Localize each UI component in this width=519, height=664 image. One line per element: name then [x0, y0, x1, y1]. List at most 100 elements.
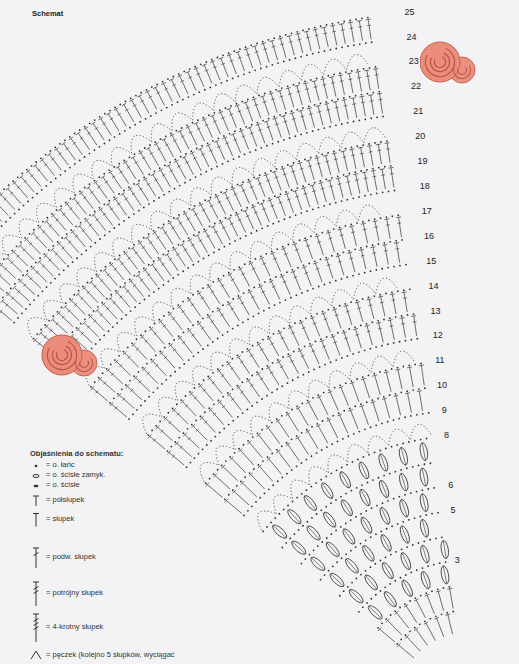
stitch-top — [76, 292, 80, 295]
chain-dot — [218, 249, 220, 251]
chain-dot — [429, 539, 431, 541]
stitch-bar — [156, 236, 159, 238]
chain-dot — [133, 244, 135, 246]
chain-dot — [390, 554, 392, 556]
stitch-top — [277, 360, 281, 362]
chain-dot — [163, 315, 165, 317]
chain-loop — [258, 424, 432, 530]
stitch-bar — [191, 244, 194, 246]
chain-dot — [337, 441, 339, 443]
chain-dot — [331, 177, 333, 179]
stitch-top — [267, 337, 271, 339]
chain-dot — [311, 517, 313, 519]
stitch — [382, 535, 391, 552]
stitch — [278, 421, 289, 438]
stitch-bar — [273, 258, 277, 260]
chain-dot — [373, 373, 375, 375]
chain-dot — [281, 477, 283, 479]
stitch — [209, 317, 220, 334]
stitch-top — [359, 249, 364, 250]
stitch — [200, 386, 213, 401]
chain-dot — [312, 208, 314, 210]
chain-dot — [106, 368, 108, 370]
chain-dot — [282, 356, 284, 358]
chain-dot — [347, 355, 349, 357]
chain-dot — [377, 398, 379, 400]
chain-dot — [136, 409, 138, 411]
chain-dot — [362, 606, 364, 608]
petal-cluster — [398, 499, 410, 518]
chain-dot — [320, 259, 322, 261]
stitch — [229, 395, 241, 411]
chain-dot — [330, 533, 332, 535]
stitch — [403, 580, 412, 597]
chain-dot — [291, 110, 293, 112]
stitch-bar — [261, 291, 265, 293]
chain-dot — [386, 140, 388, 142]
stitch-top — [277, 332, 281, 334]
chain-dot — [301, 563, 303, 565]
stitch-bar — [196, 429, 199, 432]
stitch-bar — [87, 326, 90, 329]
stitch-bar — [401, 323, 405, 325]
chain-dot — [76, 327, 78, 329]
chain-dot — [70, 198, 72, 200]
stitch-top — [393, 395, 398, 396]
stitch-bar — [113, 301, 116, 304]
chain-dot — [246, 409, 248, 411]
stitch — [419, 391, 422, 411]
chain-dot — [65, 201, 67, 203]
chain-dot — [170, 133, 172, 135]
stitch — [407, 637, 421, 652]
chain-dot — [281, 385, 283, 387]
chain-dot — [283, 509, 285, 511]
stitch-bar — [270, 372, 273, 374]
chain-dot — [343, 410, 345, 412]
chain-dot — [295, 294, 297, 296]
chain-dot — [339, 384, 341, 386]
stitch — [410, 367, 414, 387]
chain-dot — [128, 418, 130, 420]
stitch-bar — [172, 317, 175, 319]
stitch-bar — [351, 231, 355, 233]
stitch — [326, 156, 331, 175]
stitch-bar — [147, 183, 150, 185]
chain-dot — [212, 372, 214, 374]
chain-dot — [371, 507, 373, 509]
chain-dot — [192, 324, 194, 326]
chain-dot — [246, 207, 248, 209]
chain-dot — [359, 119, 361, 121]
chain-dot — [210, 197, 212, 199]
chain-dot — [148, 396, 150, 398]
stitch-bar — [56, 322, 59, 325]
chain-dot — [152, 391, 154, 393]
stitch-bar — [100, 313, 103, 316]
stitch-top — [213, 474, 216, 478]
petal-cluster — [321, 510, 337, 529]
stitch — [330, 573, 344, 586]
chain-dot — [81, 253, 83, 255]
stitch-top — [349, 226, 354, 227]
chain-dot — [11, 250, 13, 252]
chain-dot — [321, 154, 323, 156]
chain-dot — [350, 301, 352, 303]
chain-dot — [148, 233, 150, 235]
chain-dot — [405, 264, 407, 266]
chain-dot — [128, 156, 130, 158]
stitch-top — [365, 325, 370, 326]
chain-dot — [397, 523, 399, 525]
stitch-bar — [300, 168, 304, 169]
chain-dot — [232, 328, 234, 330]
stitch — [205, 231, 215, 248]
chain-dot — [414, 627, 416, 629]
chain-dot — [260, 147, 262, 149]
stitch — [158, 427, 173, 440]
stitch-top — [251, 206, 256, 208]
chain-dot — [336, 561, 338, 563]
chain-dot — [228, 272, 230, 274]
stitch — [304, 496, 316, 511]
chain-dot — [125, 314, 127, 316]
chain-dot — [318, 207, 320, 209]
stitch — [396, 396, 401, 415]
chain-dot — [395, 551, 397, 553]
